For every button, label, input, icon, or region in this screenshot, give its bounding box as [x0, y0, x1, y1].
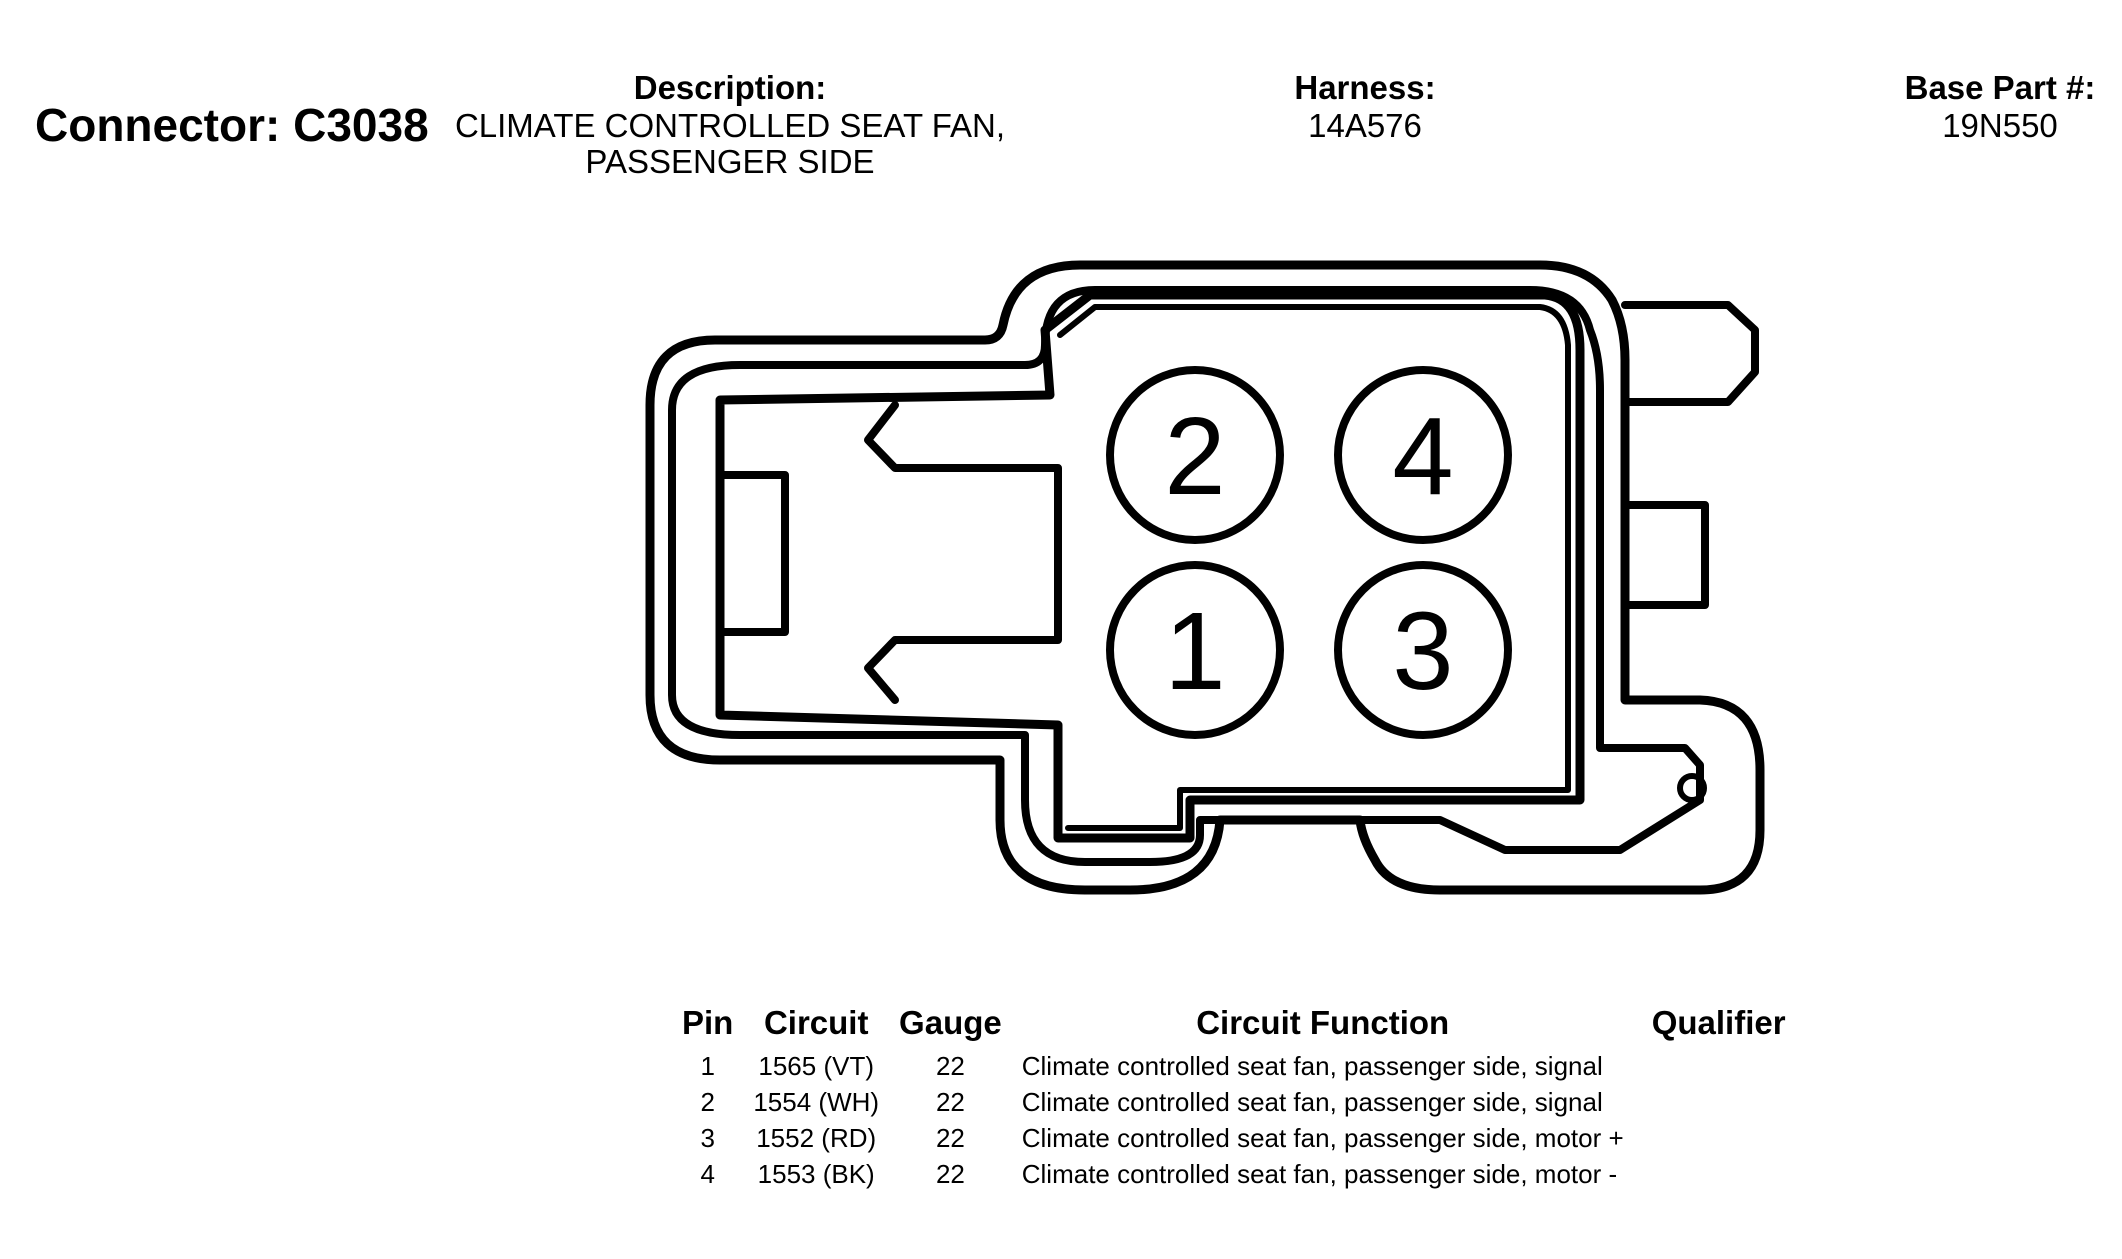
pin-label-1: 1 [1164, 590, 1225, 713]
right-middle-tab [1621, 501, 1709, 609]
gauge-cell: 22 [935, 1086, 965, 1117]
pin-cavity-3 [1334, 561, 1512, 739]
pinout-header-row: Pin Circuit Gauge Circuit Function Quali… [672, 998, 1796, 1048]
qualifier-cell [1634, 1120, 1796, 1156]
function-cell: Climate controlled seat fan, passenger s… [1021, 1050, 1603, 1081]
circuit-cell: 1552 (RD) [756, 1122, 877, 1153]
pin-cell: 4 [700, 1158, 715, 1189]
right-upper-tab [1621, 301, 1759, 406]
pinout-table: Pin Circuit Gauge Circuit Function Quali… [672, 998, 1796, 1192]
base-part-block: Base Part #: 19N550 [1835, 68, 2122, 144]
pin-cavity-2 [1106, 366, 1284, 544]
housing-inner-outline [668, 286, 1704, 866]
pin-label-3: 3 [1392, 590, 1453, 713]
circuit-cell: 1554 (WH) [753, 1086, 880, 1117]
circuit-cell: 1553 (BK) [757, 1158, 875, 1189]
gauge-cell: 22 [935, 1050, 965, 1081]
pin-cell: 3 [700, 1122, 715, 1153]
circuit-cell: 1565 (VT) [758, 1050, 874, 1081]
harness-label: Harness: [1294, 69, 1436, 106]
table-row: 1 1565 (VT) 22 Climate controlled seat f… [672, 1048, 1796, 1084]
function-cell: Climate controlled seat fan, passenger s… [1021, 1158, 1618, 1189]
gauge-cell: 22 [935, 1122, 965, 1153]
qualifier-cell [1634, 1084, 1796, 1120]
table-row: 4 1553 (BK) 22 Climate controlled seat f… [672, 1156, 1796, 1192]
latch-upper-notch [864, 401, 1062, 704]
pin-label-4: 4 [1392, 395, 1453, 518]
pin-label-2: 2 [1164, 395, 1225, 518]
housing-outer-outline [645, 260, 1765, 895]
header-circuit: Circuit [763, 1004, 869, 1041]
header-circuit-function: Circuit Function [1196, 1004, 1450, 1041]
qualifier-cell [1634, 1156, 1796, 1192]
pin-cell: 2 [700, 1086, 715, 1117]
pin-cavities [1106, 366, 1512, 739]
pin-cavity-1 [1106, 561, 1284, 739]
polarization-key [1677, 773, 1707, 803]
base-part-label: Base Part #: [1904, 69, 2096, 106]
pin-cell: 1 [700, 1050, 715, 1081]
harness-block: Harness: 14A576 [1200, 68, 1530, 144]
description-block: Description: CLIMATE CONTROLLED SEAT FAN… [430, 68, 1030, 180]
connector-title: Connector: C3038 [35, 99, 429, 151]
base-part-value: 19N550 [1942, 107, 2058, 144]
description-label: Description: [633, 69, 827, 106]
harness-value: 14A576 [1308, 107, 1422, 144]
description-line-2: PASSENGER SIDE [585, 143, 875, 180]
table-row: 2 1554 (WH) 22 Climate controlled seat f… [672, 1084, 1796, 1120]
header-gauge: Gauge [899, 1004, 1002, 1041]
gauge-cell: 22 [935, 1158, 965, 1189]
qualifier-cell [1634, 1048, 1796, 1084]
left-latch-arm [716, 471, 789, 636]
pin-cavity-panel-inner [1057, 304, 1571, 831]
function-cell: Climate controlled seat fan, passenger s… [1021, 1122, 1624, 1153]
header-pin: Pin [682, 1004, 734, 1041]
pin-cavity-4 [1334, 366, 1512, 544]
pin-cavity-panel [715, 290, 1585, 843]
description-line-1: CLIMATE CONTROLLED SEAT FAN, [454, 107, 1006, 144]
function-cell: Climate controlled seat fan, passenger s… [1021, 1086, 1603, 1117]
table-row: 3 1552 (RD) 22 Climate controlled seat f… [672, 1120, 1796, 1156]
header-qualifier: Qualifier [1651, 1004, 1786, 1041]
